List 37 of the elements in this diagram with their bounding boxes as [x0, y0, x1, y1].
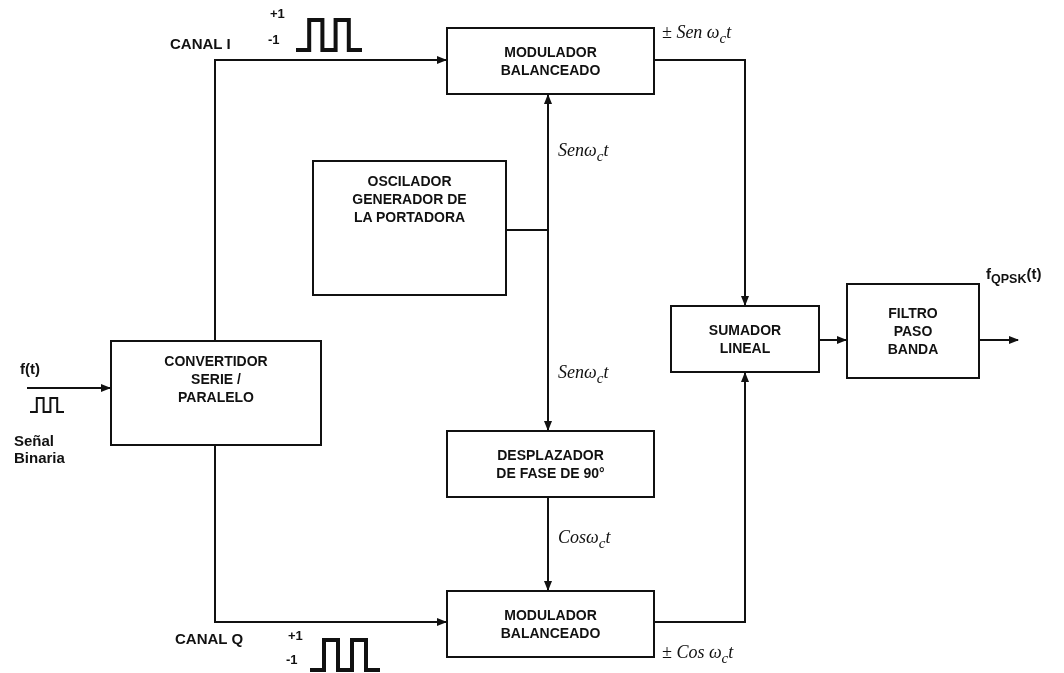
- signal-label: +1: [288, 628, 303, 643]
- process-box: [446, 430, 655, 498]
- signal-label: +1: [270, 6, 285, 21]
- block-label: SUMADOR LINEAL: [707, 320, 783, 358]
- edge-label: f$_{QPSK}$(t): [986, 265, 1042, 286]
- arrow: [506, 229, 552, 431]
- arrow: [26, 384, 111, 392]
- arrow: [214, 56, 447, 341]
- signal-label: -1: [286, 652, 298, 667]
- signal-label: -1: [268, 32, 280, 47]
- block-label: CONVERTIDOR SERIE / PARALELO: [163, 352, 269, 407]
- process-box: [312, 160, 507, 296]
- edge-label: Cosω$_{c}$t: [558, 527, 611, 552]
- arrow: [544, 497, 552, 591]
- arrow: [979, 336, 1019, 344]
- edge-label: ± Cos ω$_{c}$t: [662, 642, 734, 667]
- block-label: FILTRO PASO BANDA: [886, 303, 940, 359]
- process-box: [670, 305, 820, 373]
- edge-label: f(t): [20, 360, 40, 377]
- edge-label: CANAL Q: [175, 630, 244, 647]
- edge-label: Senω$_{c}$t: [558, 140, 609, 165]
- block-label: MODULADOR BALANCEADO: [499, 42, 602, 80]
- block-label: DESPLAZADOR DE FASE DE 90°: [495, 445, 606, 483]
- arrow: [654, 372, 749, 623]
- edge-label: CANAL I: [170, 35, 231, 52]
- arrow: [654, 59, 749, 306]
- process-box: [846, 283, 980, 379]
- edge-label: ± Sen ω$_{c}$t: [662, 22, 732, 47]
- block-label: MODULADOR BALANCEADO: [499, 605, 602, 643]
- arrow: [214, 445, 447, 626]
- arrow: [819, 336, 847, 344]
- edge-label: Senω$_{c}$t: [558, 362, 609, 387]
- signal-label: Señal Binaria: [14, 432, 66, 466]
- process-box: [446, 27, 655, 95]
- process-box: [110, 340, 322, 446]
- block-label: OSCILADOR GENERADOR DE LA PORTADORA: [351, 172, 468, 227]
- process-box: [446, 590, 655, 658]
